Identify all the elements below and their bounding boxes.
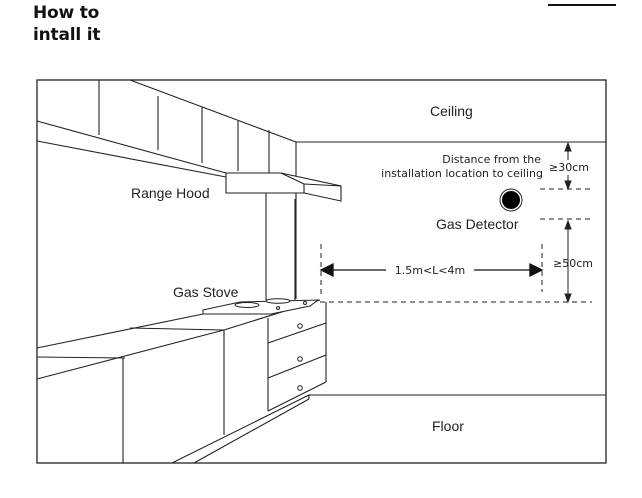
top-rule-divider <box>548 4 616 6</box>
gas-stove <box>202 298 320 315</box>
ceiling-distance-value: ≥30cm <box>549 161 589 174</box>
dimension-guides <box>320 188 592 303</box>
title-line-2: intall it <box>33 25 101 45</box>
distance-label-line1: Distance from the <box>442 153 541 166</box>
distance-label-line2: installation location to ceiling <box>381 167 543 180</box>
range-hood-label: Range Hood <box>131 185 210 201</box>
horizontal-distance-value: 1.5m<L<4m <box>395 264 466 277</box>
horizontal-distance-arrow <box>319 262 544 278</box>
drawer-knobs <box>297 323 303 391</box>
page-title: How to intall it <box>33 2 100 46</box>
gas-stove-label: Gas Stove <box>173 284 239 300</box>
room-walls <box>295 141 606 396</box>
floor-label: Floor <box>432 418 464 434</box>
ceiling-distance-arrow <box>564 141 572 191</box>
stove-height-value: ≥50cm <box>553 257 593 270</box>
height-distance-arrow <box>564 219 572 304</box>
kitchen-counter <box>36 299 327 464</box>
title-line-1: How to <box>33 3 100 23</box>
gas-detector-icon <box>499 188 523 212</box>
diagram-frame <box>36 79 607 464</box>
upper-cabinets <box>36 79 297 178</box>
ceiling-label: Ceiling <box>430 103 473 119</box>
range-hood <box>225 172 342 300</box>
gas-detector-label: Gas Detector <box>436 216 519 232</box>
